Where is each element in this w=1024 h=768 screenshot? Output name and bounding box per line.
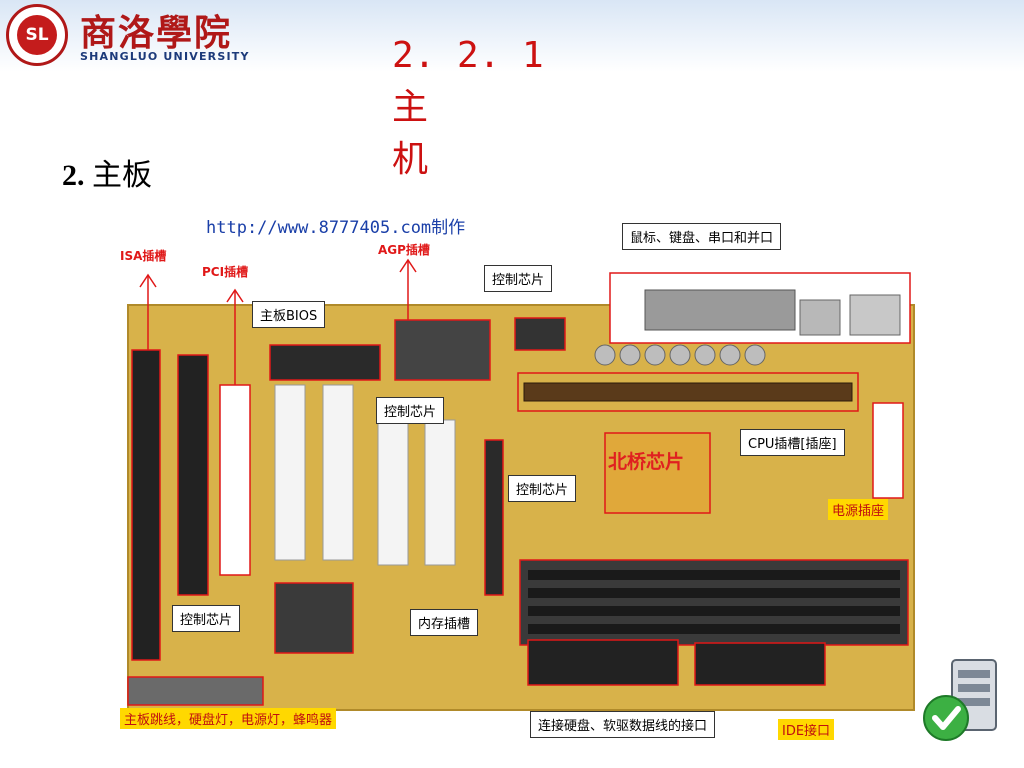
- subtitle-number: 2.: [62, 159, 85, 192]
- pci-slot-2: [274, 384, 306, 561]
- source-url: http://www.8777405.com制作: [206, 218, 466, 238]
- jumpers-label: 主板跳线，硬盘灯，电源灯，蜂鸣器: [120, 708, 337, 729]
- memory-slot-3: [528, 606, 900, 616]
- keyboard-port: [799, 299, 841, 336]
- bottom-control-chip-label: 控制芯片: [172, 605, 241, 632]
- pci-slot-1: [219, 384, 251, 576]
- motherboard-illustration: [127, 258, 915, 711]
- memory-slot-label: 内存插槽: [410, 609, 479, 636]
- power-connector-label: 电源插座: [828, 499, 889, 520]
- front-panel-jumpers: [127, 676, 264, 706]
- subtitle-text: 主板: [84, 159, 152, 192]
- connector-label: 连接硬盘、软驱数据线的接口: [530, 711, 716, 738]
- ide-label: IDE接口: [778, 719, 835, 740]
- power-connector: [872, 402, 904, 499]
- seal-text: SL: [17, 15, 57, 55]
- ide-connector-2: [694, 642, 826, 686]
- bios-chip: [269, 344, 381, 381]
- pci-slot-4: [377, 419, 409, 566]
- motherboard-figure: http://www.8777405.com制作 ISA插槽 PCI插槽 AGP…: [110, 205, 922, 750]
- northbridge-label: 北桥芯片: [608, 451, 685, 473]
- label-arrows: [139, 258, 417, 385]
- isa-slot-1: [131, 349, 161, 661]
- section-subtitle: 2. 主板: [62, 150, 152, 194]
- northbridge-chip: [604, 432, 711, 514]
- header-band: [0, 0, 1024, 72]
- capacitors: [594, 344, 766, 366]
- slide-title-line2: 机: [392, 139, 429, 180]
- slide-title-line1: 2. 2. 1 主: [392, 35, 544, 128]
- logo-english-name: SHANGLUO UNIVERSITY: [80, 50, 250, 63]
- right-control-chip-label: 控制芯片: [508, 475, 577, 502]
- memory-slot-2: [528, 588, 900, 598]
- memory-slot-1: [528, 570, 900, 580]
- agp-control-chip-label: 控制芯片: [376, 397, 445, 424]
- agp-control-chip: [394, 319, 491, 381]
- logo-chinese-name: 商洛學院: [80, 12, 233, 54]
- pci-slot-label: PCI插槽: [202, 265, 249, 279]
- server-check-icon: [922, 656, 1002, 746]
- ide-connector-1: [527, 639, 679, 686]
- cpu-slot-region: [517, 372, 859, 412]
- slide-title: 2. 2. 1 主 机: [392, 30, 592, 186]
- isa-slot-2: [177, 354, 209, 596]
- bottom-control-chip: [274, 582, 354, 654]
- university-logo: SL 商洛學院 SHANGLUO UNIVERSITY: [6, 4, 256, 66]
- memory-slot-4: [528, 624, 900, 634]
- isa-slot-label: ISA插槽: [120, 249, 167, 263]
- parallel-port: [644, 289, 796, 331]
- pci-slot-3: [322, 384, 354, 561]
- seal-icon: SL: [6, 4, 68, 66]
- top-control-chip: [514, 317, 566, 351]
- agp-slot-label: AGP插槽: [378, 243, 430, 257]
- io-ports-label: 鼠标、键盘、串口和并口: [622, 223, 782, 250]
- pci-slot-5: [424, 419, 456, 566]
- agp-slot: [484, 439, 504, 596]
- cpu-slot-label: CPU插槽[插座]: [740, 429, 845, 456]
- cpu-slot: [523, 382, 853, 402]
- top-control-chip-label: 控制芯片: [484, 265, 553, 292]
- mouse-port: [849, 294, 901, 336]
- bios-label: 主板BIOS: [252, 301, 326, 328]
